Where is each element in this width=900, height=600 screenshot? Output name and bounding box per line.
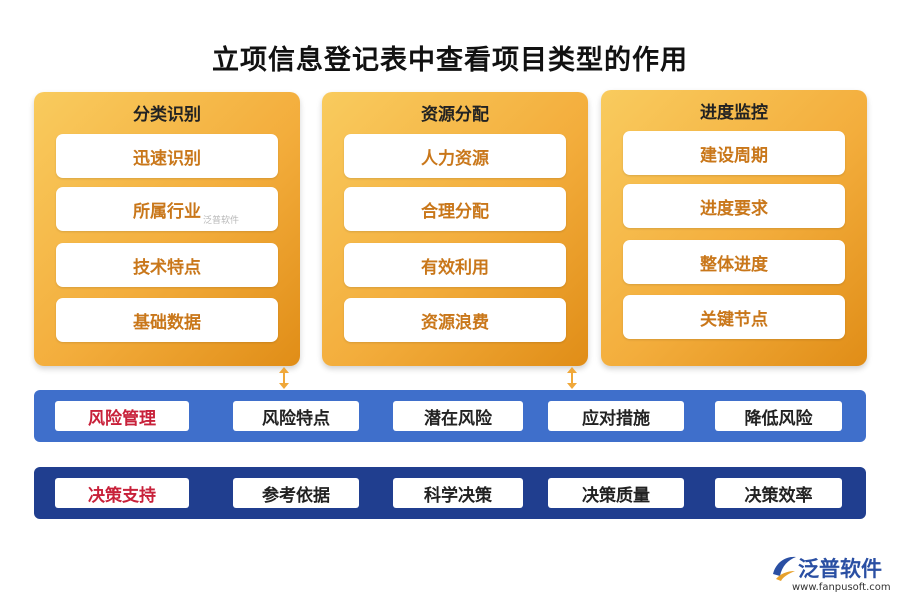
panel-classification: 分类识别 迅速识别 所属行业 技术特点 基础数据 [34,92,300,366]
band-chip: 风险特点 [233,401,359,431]
panel-progress-monitoring: 进度监控 建设周期 进度要求 整体进度 关键节点 [601,90,867,366]
brand-logo: 泛普软件 www.fanpusoft.com [770,550,894,596]
double-arrow-icon [567,367,577,389]
panel-heading: 进度监控 [700,103,768,123]
band-chip: 降低风险 [715,401,842,431]
panel-item: 人力资源 [344,134,566,178]
risk-management-band: 风险管理 风险特点 潜在风险 应对措施 降低风险 [34,390,866,442]
panel-item: 资源浪费 [344,298,566,342]
double-arrow-icon [279,367,289,389]
panel-item: 技术特点 [56,243,278,287]
panel-item: 整体进度 [623,240,845,284]
band-chip-lead: 决策支持 [55,478,189,508]
watermark: 泛普软件 [203,216,240,226]
panel-item: 进度要求 [623,184,845,228]
logo-swoosh-icon [773,556,796,581]
band-chip: 潜在风险 [393,401,523,431]
band-chip: 决策效率 [715,478,842,508]
panel-item: 有效利用 [344,243,566,287]
diagram-title: 立项信息登记表中查看项目类型的作用 [212,45,688,76]
band-chip: 参考依据 [233,478,359,508]
panel-item: 迅速识别 [56,134,278,178]
decision-support-band: 决策支持 参考依据 科学决策 决策质量 决策效率 [34,467,866,519]
panel-item: 基础数据 [56,298,278,342]
panel-item: 关键节点 [623,295,845,339]
panel-item: 建设周期 [623,131,845,175]
logo-name: 泛普软件 [798,557,882,581]
panel-item: 所属行业 [56,187,278,231]
panel-heading: 资源分配 [421,105,489,125]
panel-resource-allocation: 资源分配 人力资源 合理分配 有效利用 资源浪费 [322,92,588,366]
panel-item: 合理分配 [344,187,566,231]
band-chip: 科学决策 [393,478,523,508]
band-chip: 应对措施 [548,401,684,431]
logo-url: www.fanpusoft.com [792,582,891,593]
band-chip-lead: 风险管理 [55,401,189,431]
panel-heading: 分类识别 [133,105,201,125]
band-chip: 决策质量 [548,478,684,508]
